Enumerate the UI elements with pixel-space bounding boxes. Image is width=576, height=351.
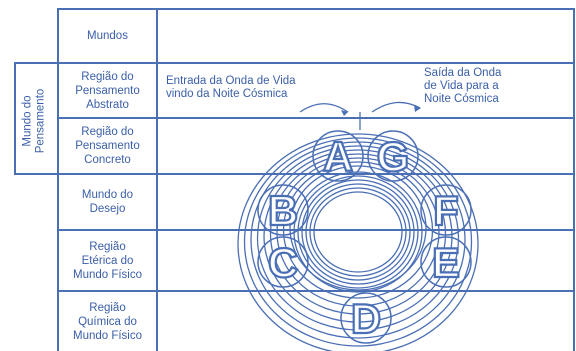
spiral-ring — [269, 153, 447, 315]
exit-annotation: Saída da Onda de Vida para a Noite Cósmi… — [424, 67, 502, 105]
letter-g: G — [377, 133, 410, 180]
row-label-text: Região do Pensamento Concreto — [75, 126, 140, 166]
row-divider-5 — [57, 290, 575, 292]
row-label-text: Região Química do Mundo Físico — [72, 301, 143, 342]
row-label-concrete-thought: Região do Pensamento Concreto — [59, 119, 156, 173]
row-label-text: Mundos — [87, 30, 128, 42]
row-label-etheric-region: Região Etérica do Mundo Físico — [59, 231, 156, 290]
row-label-abstract-thought: Região do Pensamento Abstrato — [59, 64, 156, 117]
left-header-border — [14, 62, 16, 175]
spiral-ring — [263, 149, 453, 323]
inner-ring — [297, 175, 419, 289]
table-outer-top — [57, 8, 575, 10]
row-label-worlds: Mundos — [59, 10, 156, 62]
table-left-border — [57, 8, 59, 351]
row-divider-2 — [57, 117, 575, 119]
inner-ring — [313, 191, 403, 273]
letter-circle — [340, 292, 392, 344]
spiral-ring — [243, 137, 473, 347]
exit-arrowhead — [414, 105, 421, 112]
letter-circle — [420, 236, 472, 288]
row-label-text: Região Etérica do Mundo Físico — [72, 240, 143, 281]
table-right-border — [573, 8, 575, 351]
letter-d: D — [351, 295, 381, 342]
entry-arrow — [299, 103, 349, 113]
inner-ring — [301, 179, 415, 285]
row-label-text: Região do Pensamento Abstrato — [75, 70, 140, 111]
inner-ring — [309, 187, 407, 277]
spiral-ring — [237, 133, 479, 351]
row-label-desire-world: Mundo do Desejo — [59, 175, 156, 229]
letter-circle — [367, 130, 419, 182]
inner-ring — [305, 183, 411, 281]
spiral-ring — [256, 145, 460, 331]
row-divider-4 — [57, 229, 575, 231]
entry-annotation: Entrada da Onda de Vida vindo da Noite C… — [166, 75, 296, 100]
letter-a: A — [323, 133, 353, 180]
letter-circle — [312, 130, 364, 182]
row-label-text: Mundo do Desejo — [81, 189, 134, 215]
spiral-ring — [289, 165, 427, 291]
letter-circle — [257, 184, 309, 236]
exit-arrow — [371, 101, 421, 113]
letter-circle — [420, 184, 472, 236]
inner-ring — [293, 171, 423, 293]
letter-f: F — [433, 187, 459, 234]
row-label-chemical-region: Região Química do Mundo Físico — [59, 292, 156, 351]
letter-circle — [257, 236, 309, 288]
letter-c: C — [268, 239, 298, 286]
spiral-ring — [282, 161, 434, 299]
spiral-ring — [276, 157, 440, 307]
letter-e: E — [432, 239, 460, 286]
row-divider-3 — [14, 173, 575, 175]
table-col-divider — [156, 8, 158, 351]
entry-arrowhead — [341, 110, 348, 116]
letter-b: B — [268, 187, 298, 234]
row-divider-1 — [14, 62, 575, 64]
